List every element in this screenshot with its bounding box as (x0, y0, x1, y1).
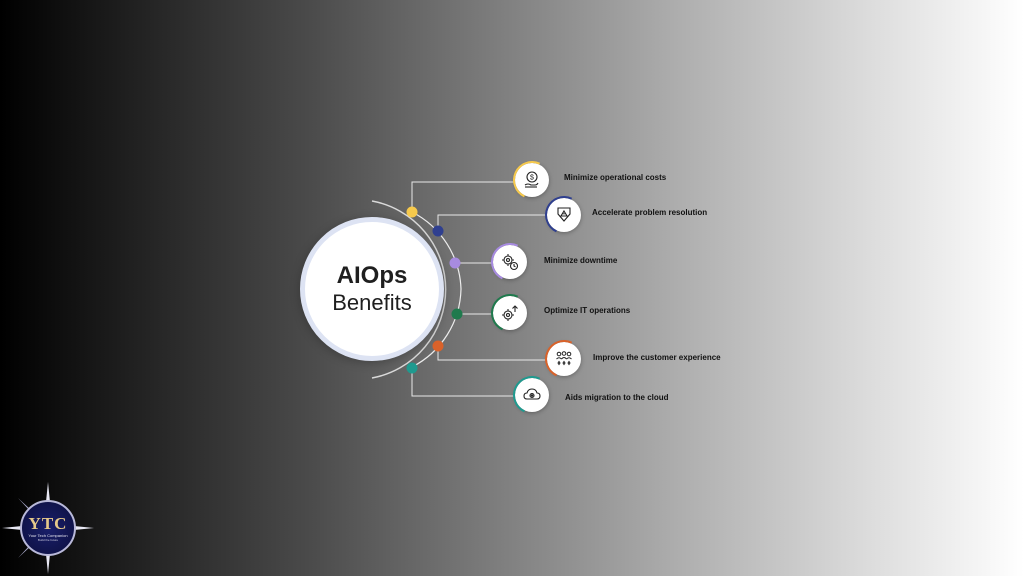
benefit-label-4: Optimize IT operations (544, 306, 631, 315)
center-title: AIOps (336, 262, 408, 289)
benefit-label-6: Aids migration to the cloud (565, 393, 669, 402)
benefit-label-2: Accelerate problem resolution (592, 208, 708, 217)
benefit-label-1: Minimize operational costs (564, 173, 667, 182)
logo-disc: YTC Your Tech Companion Build the future (20, 500, 76, 556)
logo-text: YTC (28, 513, 68, 533)
benefit-dot-3 (449, 257, 461, 269)
money-hand-icon: $ (515, 163, 549, 197)
center-hub: AIOps Benefits (300, 217, 444, 361)
customers-stars-icon (547, 342, 581, 376)
svg-text:$: $ (530, 175, 534, 182)
cloud-gear-icon (515, 378, 549, 412)
ytc-logo: YTC Your Tech Companion Build the future (2, 482, 94, 574)
logo-tagline: Build the future (37, 537, 59, 542)
benefit-label-5: Improve the customer experience (593, 353, 721, 362)
benefit-dot-6 (406, 362, 418, 374)
gear-up-icon (493, 296, 527, 330)
benefit-dot-5 (432, 340, 444, 352)
benefit-dot-1 (406, 206, 418, 218)
benefit-dot-4 (451, 308, 463, 320)
logo-subtitle: Your Tech Companion (28, 532, 68, 538)
alert-arrow-icon (547, 198, 581, 232)
benefit-label-3: Minimize downtime (544, 256, 618, 265)
gear-clock-icon (493, 245, 527, 279)
benefit-dot-2 (432, 225, 444, 237)
center-subtitle: Benefits (332, 290, 412, 315)
